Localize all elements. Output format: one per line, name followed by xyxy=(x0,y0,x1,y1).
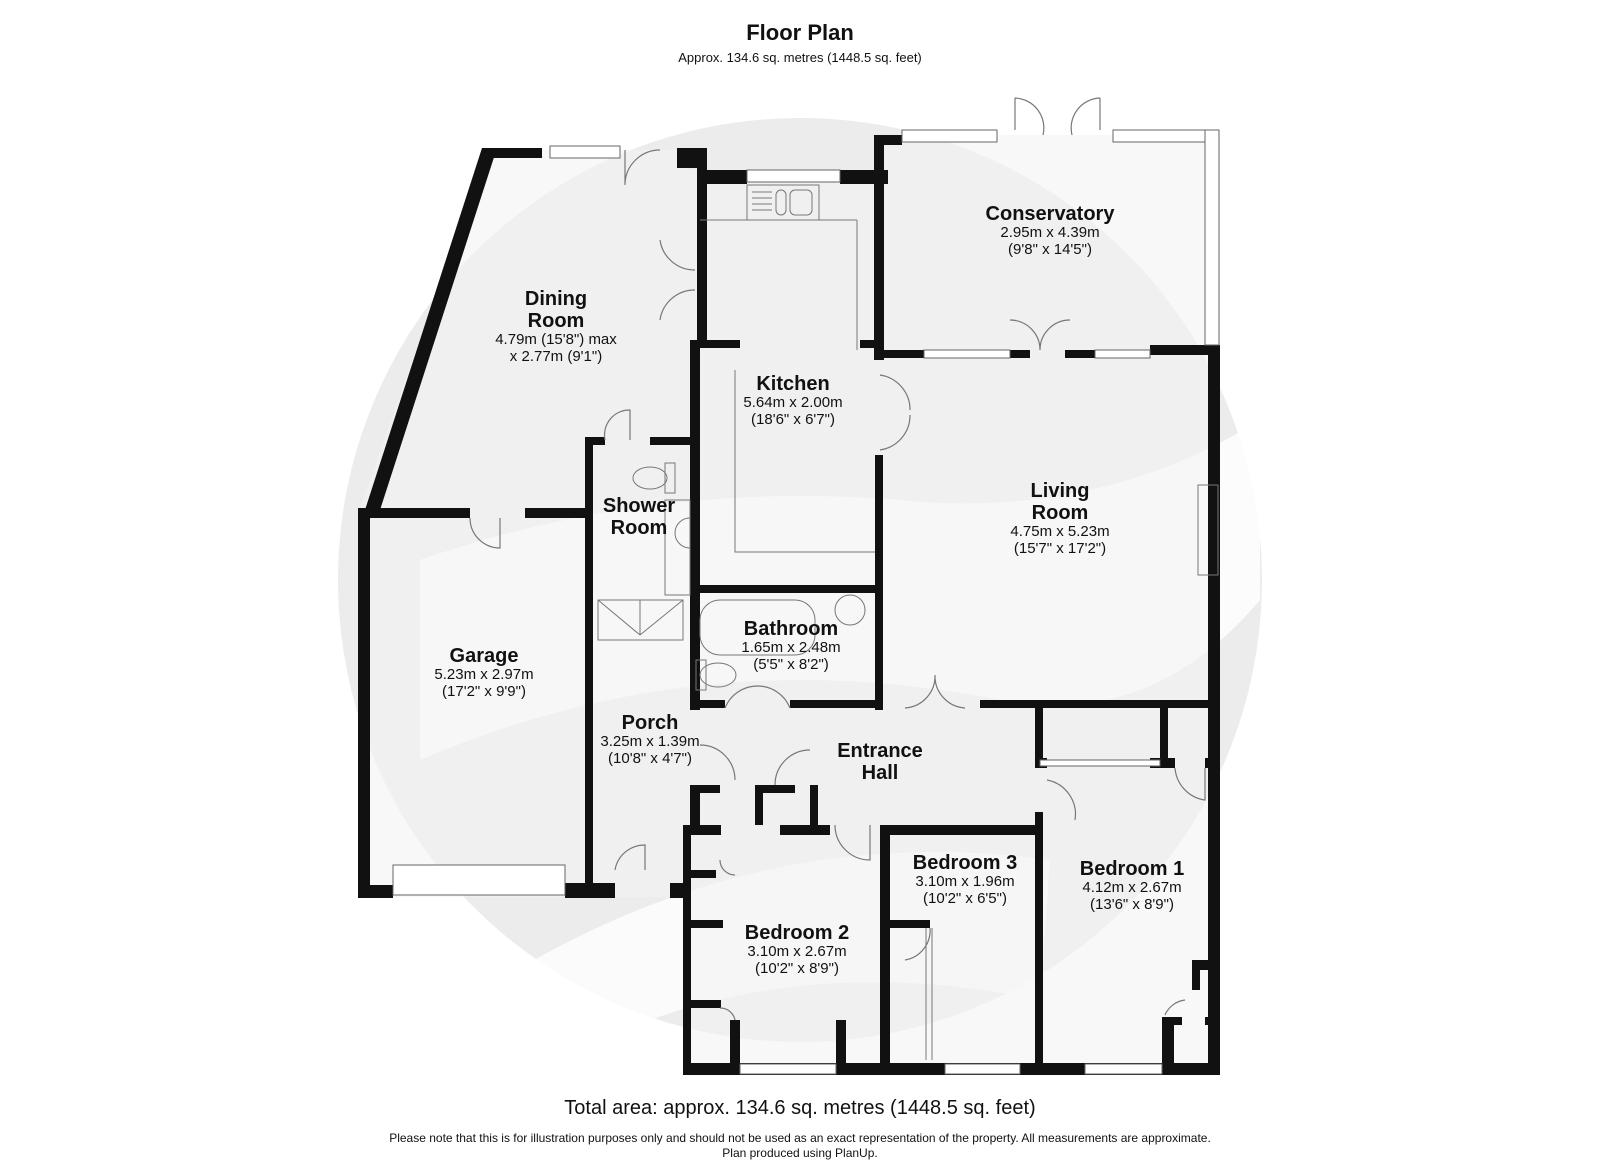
room-dimensions-imperial: (13'6" x 8'9") xyxy=(1090,895,1174,913)
room-dimensions-imperial: (18'6" x 6'7") xyxy=(751,410,835,428)
room-name: Conservatory xyxy=(985,203,1115,225)
disclaimer-text: Please note that this is for illustratio… xyxy=(389,1131,1211,1145)
room-name-line1: Shower xyxy=(602,495,676,517)
room-dimensions-metric: 1.65m x 2.48m xyxy=(741,639,841,656)
plan-title: Floor Plan xyxy=(746,20,854,45)
room-name-line2: Room xyxy=(527,310,585,332)
windows xyxy=(392,129,1220,1075)
fixtures xyxy=(597,184,1219,1060)
room-garage: Garage 5.23m x 2.97m (17'2" x 9'9") xyxy=(434,645,533,700)
room-dining-room: Dining Room 4.79m (15'8") max x 2.77m (9… xyxy=(495,288,617,365)
room-conservatory: Conservatory 2.95m x 4.39m (9'8" x 14'5"… xyxy=(986,203,1115,258)
room-dimensions-imperial: (10'8" x 4'7") xyxy=(608,749,692,767)
plan-subtitle: Approx. 134.6 sq. metres (1448.5 sq. fee… xyxy=(678,50,922,65)
disclaimer: Please note that this is for illustratio… xyxy=(0,1131,1600,1161)
room-dimensions-metric: 5.64m x 2.00m xyxy=(743,394,843,411)
room-dimensions-metric: 3.10m x 2.67m xyxy=(747,943,847,960)
room-bathroom: Bathroom 1.65m x 2.48m (5'5" x 8'2") xyxy=(741,618,840,673)
room-dimensions-imperial: (15'7" x 17'2") xyxy=(1013,539,1107,557)
room-shower-room: Shower Room xyxy=(603,495,675,539)
room-name-line2: Room xyxy=(1031,502,1089,524)
room-dimensions-metric: 3.10m x 1.96m xyxy=(915,873,1015,890)
room-dimensions-imperial: (5'5" x 8'2") xyxy=(753,655,829,673)
room-name-line1: Entrance xyxy=(837,740,923,762)
room-name: Kitchen xyxy=(756,373,830,395)
floor-fill xyxy=(360,135,1220,1072)
room-dimensions-metric: 5.23m x 2.97m xyxy=(434,666,534,683)
room-living-room: Living Room 4.75m x 5.23m (15'7" x 17'2"… xyxy=(1010,480,1109,557)
room-dimensions-imperial: (17'2" x 9'9") xyxy=(442,682,526,700)
plan-credit: Plan produced using PlanUp. xyxy=(722,1146,878,1160)
room-name: Porch xyxy=(621,712,679,734)
room-name-line1: Dining xyxy=(524,288,588,310)
room-name: Bedroom 1 xyxy=(1079,858,1185,880)
room-bedroom-1: Bedroom 1 4.12m x 2.67m (13'6" x 8'9") xyxy=(1080,858,1184,913)
room-dimensions-metric: 3.25m x 1.39m xyxy=(600,733,700,750)
room-name: Bedroom 3 xyxy=(912,852,1018,874)
room-dimensions-metric: 2.95m x 4.39m xyxy=(1000,224,1100,241)
room-kitchen: Kitchen 5.64m x 2.00m (18'6" x 6'7") xyxy=(743,373,842,428)
room-bedroom-3: Bedroom 3 3.10m x 1.96m (10'2" x 6'5") xyxy=(913,852,1017,907)
room-dimensions-metric: 4.79m (15'8") max xyxy=(495,331,617,348)
room-dimensions-imperial: x 2.77m (9'1") xyxy=(509,347,603,365)
room-name-line1: Living xyxy=(1030,480,1090,502)
room-name-line2: Room xyxy=(610,517,668,539)
room-name: Bathroom xyxy=(743,618,839,640)
room-name: Bedroom 2 xyxy=(744,922,850,944)
room-name-line2: Hall xyxy=(861,762,899,784)
doors xyxy=(469,97,1206,1021)
room-name: Garage xyxy=(449,645,519,667)
room-dimensions-imperial: (10'2" x 8'9") xyxy=(755,959,839,977)
room-porch: Porch 3.25m x 1.39m (10'8" x 4'7") xyxy=(600,712,699,767)
room-entrance-hall: Entrance Hall xyxy=(837,740,923,784)
total-area: Total area: approx. 134.6 sq. metres (14… xyxy=(564,1097,1036,1119)
room-dimensions-metric: 4.75m x 5.23m xyxy=(1010,523,1110,540)
room-dimensions-metric: 4.12m x 2.67m xyxy=(1082,879,1182,896)
room-dimensions-imperial: (10'2" x 6'5") xyxy=(923,889,1007,907)
room-dimensions-imperial: (9'8" x 14'5") xyxy=(1008,240,1092,258)
room-bedroom-2: Bedroom 2 3.10m x 2.67m (10'2" x 8'9") xyxy=(745,922,849,977)
